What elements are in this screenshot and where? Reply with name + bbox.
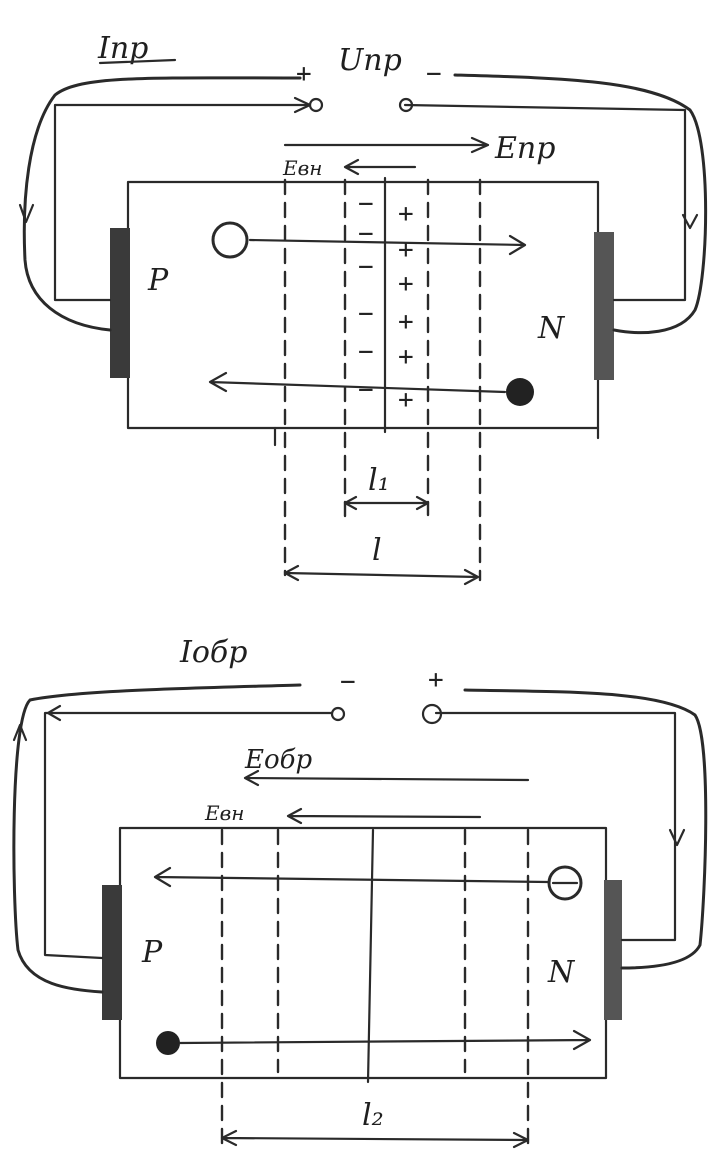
reverse-current-label: Iобр [179, 635, 247, 670]
forward-wire-left-inner [53, 103, 312, 302]
positive-ion: + [398, 269, 414, 299]
reverse-plus-sign: + [428, 665, 444, 695]
positive-ion: + [398, 199, 414, 229]
forward-voltage-label: Uпр [338, 43, 402, 78]
forward-n-electrode [594, 232, 614, 380]
reverse-n-electrode [604, 880, 622, 1020]
reverse-electron-arrow [178, 1029, 592, 1051]
forward-p-electrode [110, 228, 130, 378]
positive-ion: + [398, 235, 414, 265]
reverse-field-external-arrow [243, 769, 530, 787]
reverse-terminal-minus [330, 706, 346, 722]
negative-ion: − [358, 189, 374, 219]
reverse-wire-right-inner [434, 711, 677, 942]
reverse-width-arrow [220, 1129, 530, 1149]
positive-ion: + [398, 385, 414, 415]
forward-hole-arrow [248, 234, 527, 256]
reverse-current-arrow-right [668, 828, 686, 847]
reverse-field-internal-label: Eвн [204, 801, 244, 825]
reverse-current-arrow-left [12, 723, 28, 742]
reverse-bias-diagram [12, 683, 708, 1152]
forward-minus-sign: − [426, 59, 442, 89]
forward-n-label: N [537, 311, 566, 346]
forward-width-inner-label: l₁ [368, 463, 390, 498]
forward-width-inner-arrow [343, 495, 430, 511]
reverse-junction-line [366, 828, 375, 1084]
forward-wire-arrow-top [293, 96, 312, 114]
forward-positive-ions: + + + + + + [398, 199, 414, 415]
forward-wire-right-inner [403, 103, 687, 302]
reverse-electron [156, 1031, 180, 1055]
reverse-wire-left [12, 683, 302, 994]
positive-ion: + [398, 342, 414, 372]
forward-hole [211, 221, 249, 259]
forward-field-external-label: Eпр [494, 131, 555, 166]
positive-ion: + [398, 307, 414, 337]
reverse-wire-left-inner [43, 711, 334, 960]
reverse-wire-arrow-top [46, 704, 62, 722]
forward-field-external-arrow [283, 136, 490, 154]
forward-p-label: P [147, 263, 169, 298]
reverse-wire-right [463, 688, 708, 970]
reverse-minus-sign: − [340, 667, 356, 697]
reverse-p-electrode [102, 885, 122, 1020]
forward-electron-arrow [208, 371, 507, 394]
negative-ion: − [358, 299, 374, 329]
forward-negative-ions: − − − − − − [358, 189, 374, 405]
forward-current-arrow-right [681, 213, 699, 230]
forward-field-internal-label: Eвн [282, 156, 322, 180]
reverse-width-label: l₂ [362, 1098, 384, 1133]
forward-current-label: Iпр [97, 31, 148, 66]
forward-current-arrow-left [18, 203, 35, 224]
forward-bias-diagram [18, 73, 708, 586]
reverse-hole [547, 865, 583, 901]
negative-ion: − [358, 337, 374, 367]
forward-extension-box [273, 426, 600, 447]
negative-ion: − [358, 219, 374, 249]
forward-electron [506, 378, 534, 406]
forward-field-internal-arrow [343, 158, 417, 176]
reverse-field-internal-arrow [286, 807, 482, 825]
forward-terminal-minus [398, 97, 414, 113]
forward-plus-sign: + [296, 59, 312, 89]
forward-terminal-plus [308, 97, 324, 113]
forward-wire-right [453, 73, 708, 335]
reverse-terminal-plus [421, 703, 443, 725]
forward-wire-left [22, 76, 302, 332]
forward-width-outer-arrow [283, 564, 480, 586]
reverse-field-external-label: Eобр [244, 745, 313, 775]
reverse-p-label: P [141, 935, 163, 970]
negative-ion: − [358, 252, 374, 282]
reverse-n-label: N [547, 955, 576, 990]
reverse-hole-arrow [153, 866, 550, 888]
forward-width-outer-label: l [372, 533, 382, 568]
negative-ion: − [358, 375, 374, 405]
forward-current-underline [98, 58, 177, 65]
